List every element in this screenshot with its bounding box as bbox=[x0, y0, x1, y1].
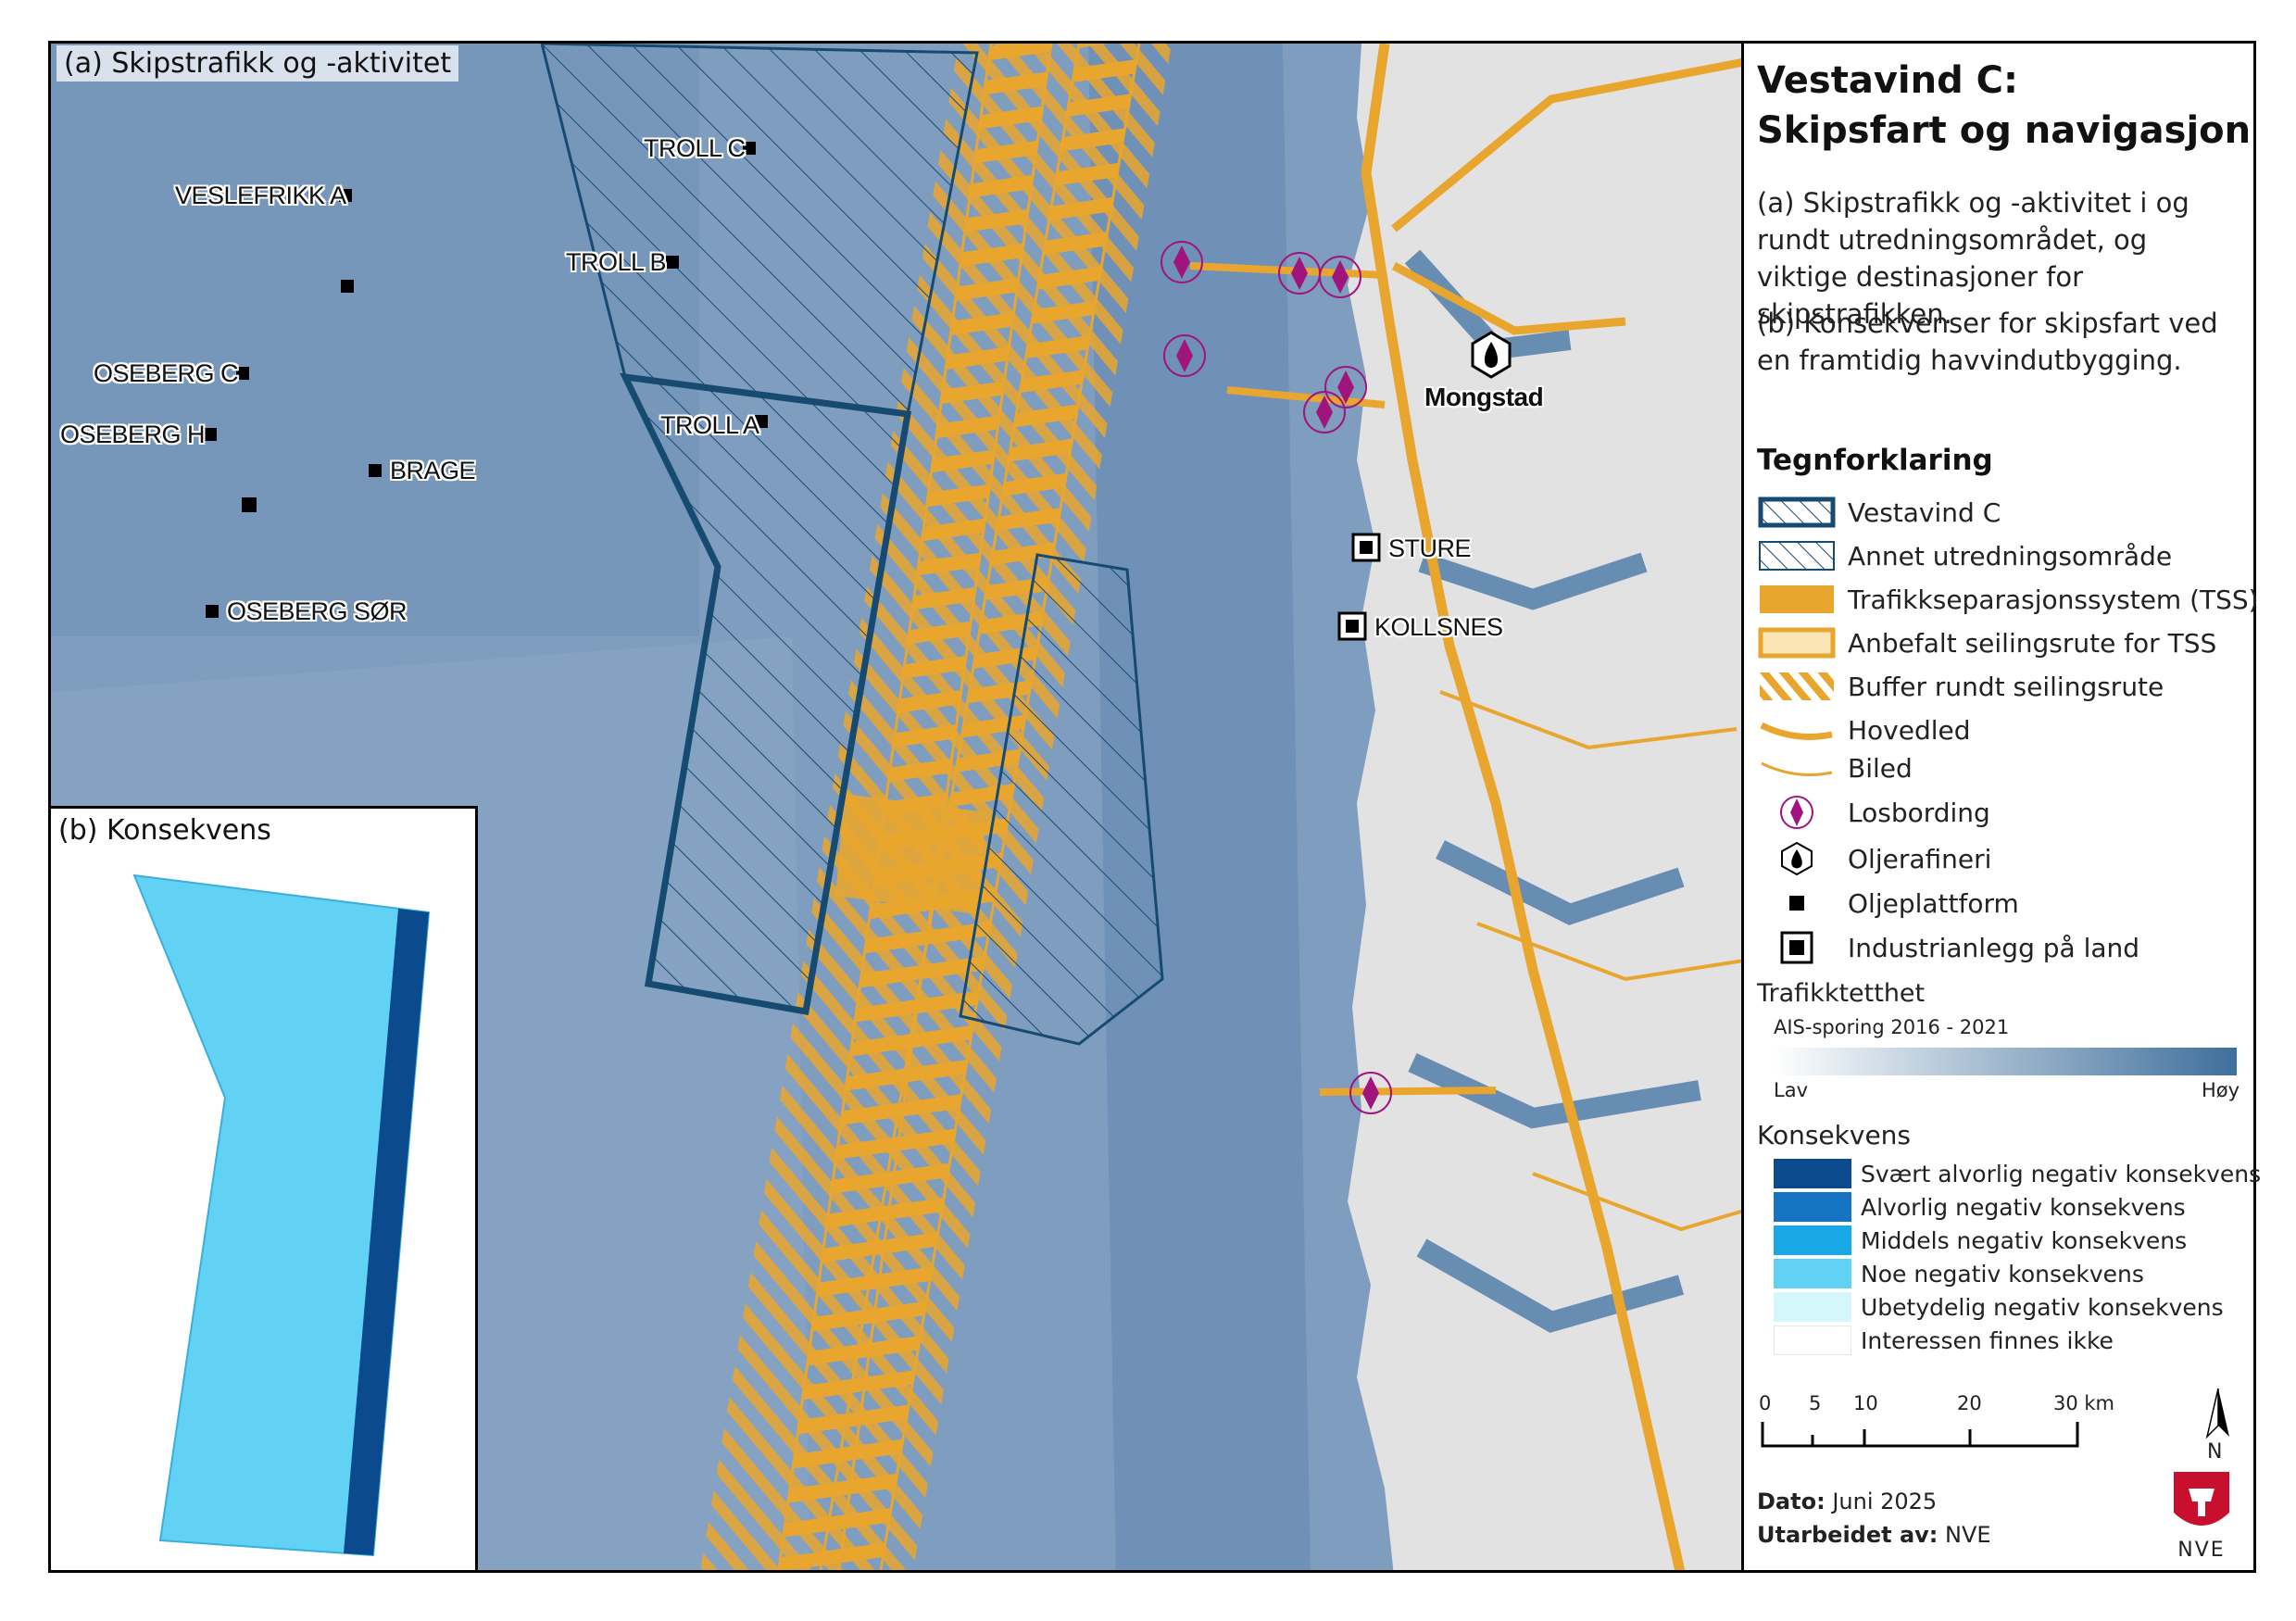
platform-troll-b[interactable] bbox=[666, 256, 679, 269]
description-a: (a) Skipstrafikk og -aktivitet i og rund… bbox=[1757, 187, 2189, 330]
platform-unnamed-2[interactable] bbox=[242, 497, 257, 512]
inset-map bbox=[132, 873, 431, 1557]
scale-tick-label: 30 km bbox=[2053, 1392, 2115, 1414]
fairway-west-1 bbox=[1189, 262, 1386, 279]
legend-item-oljeplattform: Oljeplattform bbox=[1757, 885, 2019, 922]
legend-panel: Vestavind C: Skipsfart og navigasjon (a)… bbox=[1741, 41, 2261, 1573]
legend-item-biled: Biled bbox=[1757, 749, 1913, 786]
nve-logo: NVE bbox=[2172, 1470, 2231, 1566]
scale-tick-label: 0 bbox=[1759, 1392, 1772, 1414]
scale-tick-label: 10 bbox=[1853, 1392, 1878, 1414]
platform-label: BRAGE bbox=[390, 457, 476, 484]
consequence-area-noe bbox=[132, 873, 431, 1557]
platform-label: TROLL C bbox=[644, 134, 746, 162]
platform-unnamed-1[interactable] bbox=[341, 280, 354, 293]
platform-label: OSEBERG C bbox=[94, 359, 239, 387]
legend-item-hovedled: Hovedled bbox=[1757, 711, 1971, 748]
consequence-item: Ubetydelig negativ konsekvens bbox=[1774, 1292, 2224, 1322]
legend-item-seilingsrute: Anbefalt seilingsrute for TSS bbox=[1757, 624, 2216, 661]
description-b: (b) Konsekvenser for skipsfart ved en fr… bbox=[1757, 308, 2218, 376]
industrial-sture[interactable] bbox=[1351, 533, 1381, 562]
main-fairway-north bbox=[1391, 57, 1745, 335]
platform-label: TROLL B bbox=[566, 248, 667, 276]
scale-tick-label: 5 bbox=[1809, 1392, 1822, 1414]
consequence-title: Konsekvens bbox=[1757, 1120, 1912, 1150]
coastline-land bbox=[1348, 44, 1744, 1570]
platform-label: OSEBERG SØR bbox=[227, 597, 408, 625]
tss-corridor-right bbox=[821, 44, 1139, 1570]
legend-item-oljerafineri: Oljerafineri bbox=[1757, 840, 1991, 877]
platform-label: TROLL A bbox=[660, 411, 759, 439]
density-subtitle: AIS-sporing 2016 - 2021 bbox=[1774, 1016, 2010, 1038]
fairway-west-3 bbox=[1319, 1087, 1497, 1096]
study-area-east bbox=[959, 553, 1164, 1046]
pilot-boarding-5[interactable] bbox=[1324, 366, 1367, 408]
density-high: Høy bbox=[2202, 1079, 2240, 1101]
legend-item-vestavind-c: Vestavind C bbox=[1757, 494, 2001, 531]
density-gradient bbox=[1774, 1048, 2237, 1075]
platform-oseberg-sor[interactable] bbox=[206, 605, 219, 618]
north-arrow-icon bbox=[2205, 1388, 2229, 1439]
pilot-boarding-3[interactable] bbox=[1319, 256, 1361, 298]
platform-label: VESLEFRIKK A bbox=[175, 182, 346, 209]
platform-label: OSEBERG H bbox=[60, 421, 206, 448]
platform-troll-c[interactable] bbox=[743, 142, 756, 155]
legend-item-buffer: Buffer rundt seilingsrute bbox=[1757, 668, 2164, 705]
platform-oseberg-c[interactable] bbox=[236, 367, 249, 380]
pilot-boarding-4[interactable] bbox=[1163, 334, 1206, 377]
pilot-boarding-1[interactable] bbox=[1161, 241, 1203, 283]
platform-brage[interactable] bbox=[369, 464, 382, 477]
vestavind-c-area[interactable] bbox=[619, 372, 912, 1016]
consequence-item: Svært alvorlig negativ konsekvens bbox=[1774, 1159, 2261, 1188]
industrial-label: STURE bbox=[1388, 534, 1472, 562]
map-title-line1: Vestavind C: bbox=[1757, 59, 2018, 102]
platform-oseberg-h[interactable] bbox=[204, 428, 217, 441]
industrial-label: KOLLSNES bbox=[1374, 613, 1503, 641]
consequence-item: Interessen finnes ikke bbox=[1774, 1326, 2114, 1355]
inset-consequence-panel: (b) Konsekvens bbox=[48, 806, 478, 1573]
panel-a-title: (a) Skipstrafikk og -aktivitet bbox=[56, 45, 459, 82]
density-low: Lav bbox=[1774, 1079, 1808, 1101]
consequence-item: Noe negativ konsekvens bbox=[1774, 1259, 2144, 1288]
consequence-item: Alvorlig negativ konsekvens bbox=[1774, 1192, 2186, 1222]
north-label: N bbox=[2207, 1440, 2223, 1464]
scale-bar bbox=[1761, 1422, 2079, 1448]
author-line: Utarbeidet av: NVE bbox=[1757, 1522, 1991, 1548]
scale-tick-label: 20 bbox=[1957, 1392, 1982, 1414]
pilot-boarding-7[interactable] bbox=[1349, 1072, 1392, 1114]
consequence-area-svaert bbox=[344, 909, 429, 1555]
refinery-mongstad-icon[interactable] bbox=[1471, 331, 1512, 379]
date-line: Dato: Juni 2025 bbox=[1757, 1489, 1938, 1514]
consequence-item: Middels negativ konsekvens bbox=[1774, 1225, 2187, 1255]
deep-channel bbox=[1088, 44, 1311, 1570]
platform-troll-a[interactable] bbox=[755, 415, 768, 428]
density-title: Trafikktetthet bbox=[1757, 979, 1926, 1008]
platform-veslefrikk-a[interactable] bbox=[339, 189, 352, 202]
legend-heading: Tegnforklaring bbox=[1757, 444, 1993, 477]
map-title-line2: Skipsfart og navigasjon bbox=[1757, 109, 2252, 152]
main-fairway bbox=[1361, 44, 1686, 1570]
pilot-boarding-6[interactable] bbox=[1303, 391, 1346, 434]
legend-item-losbording: Losbording bbox=[1757, 794, 1990, 831]
side-fairways bbox=[1439, 690, 1745, 1232]
refinery-label: Mongstad bbox=[1424, 383, 1544, 411]
tss-zone bbox=[835, 794, 986, 914]
industrial-kollsnes[interactable] bbox=[1337, 611, 1367, 641]
panel-b-title: (b) Konsekvens bbox=[58, 814, 271, 847]
legend-item-industrianlegg: Industrianlegg på land bbox=[1757, 929, 2139, 966]
legend-item-annet-utredningsomrade: Annet utredningsområde bbox=[1757, 537, 2172, 574]
legend-item-tss: Trafikkseparasjonssystem (TSS) bbox=[1757, 581, 2259, 618]
